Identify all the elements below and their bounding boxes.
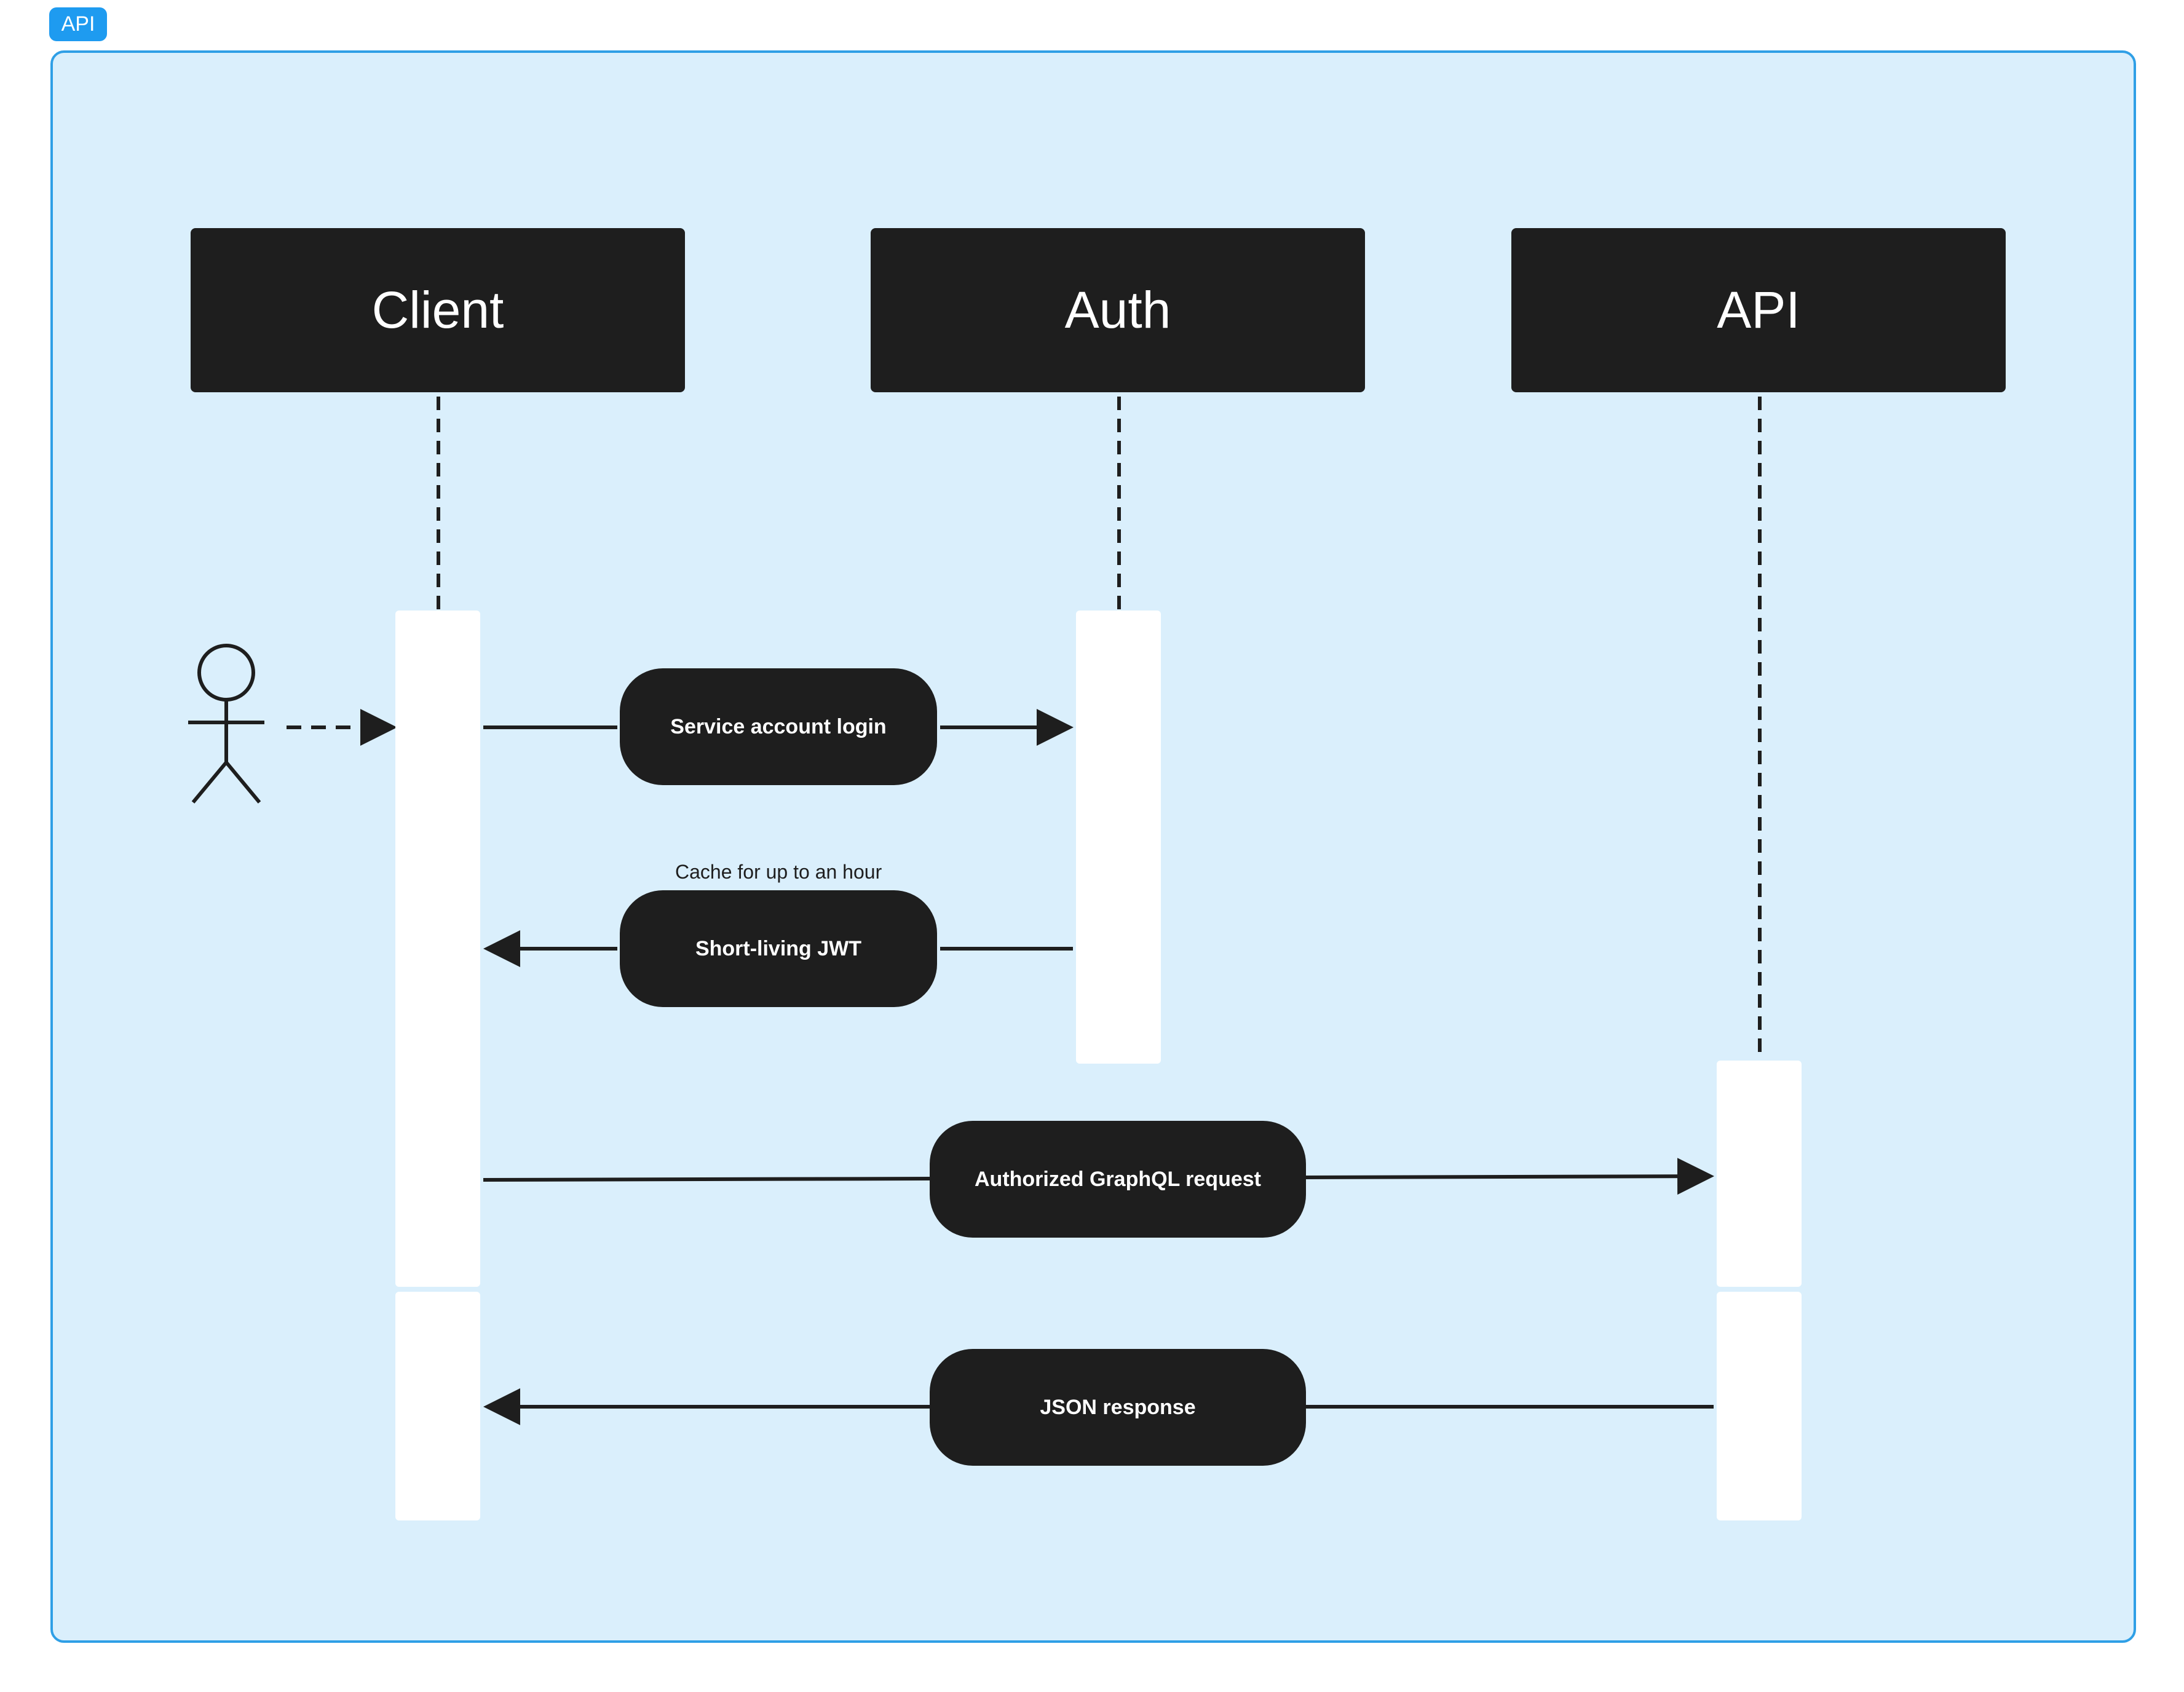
graphql-arrow-end xyxy=(1305,1158,1714,1195)
frame-label[interactable]: API xyxy=(49,7,107,41)
message-json-response[interactable]: JSON response xyxy=(930,1349,1306,1466)
participant-auth[interactable]: Auth xyxy=(871,228,1365,392)
auth-activation-bar xyxy=(1076,611,1161,1064)
participant-api[interactable]: API xyxy=(1511,228,2006,392)
message-short-living-jwt[interactable]: Short-living JWT xyxy=(620,890,937,1007)
message-service-account-login[interactable]: Service account login xyxy=(620,668,937,785)
message-note-cache: Cache for up to an hour xyxy=(675,861,882,883)
message-authorized-graphql-request[interactable]: Authorized GraphQL request xyxy=(930,1121,1306,1238)
client-activation-bar-2 xyxy=(395,1292,480,1520)
api-activation-bar xyxy=(1717,1061,1802,1287)
stick-figure-icon xyxy=(188,644,264,804)
participant-client[interactable]: Client xyxy=(191,228,685,392)
graphql-arrow-start xyxy=(483,1177,931,1182)
client-activation-bar xyxy=(395,611,480,1287)
api-activation-bar-2 xyxy=(1717,1292,1802,1520)
